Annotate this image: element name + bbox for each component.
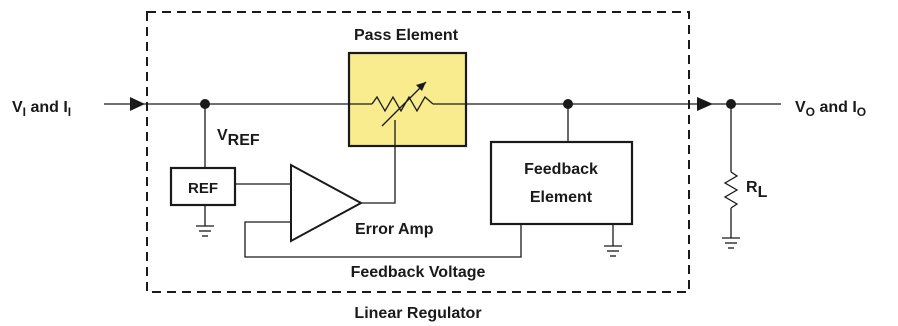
- ref-block: [169, 166, 237, 207]
- variable-resistor-icon: [371, 81, 434, 127]
- input-label: VI and II: [12, 99, 71, 119]
- pass-element-label: Pass Element: [354, 27, 459, 44]
- op-amp-triangle-icon: [290, 163, 364, 243]
- ref-block-label: REF: [188, 180, 218, 197]
- ground-icon: [604, 245, 622, 257]
- feedback-element-label-line1: Feedback: [524, 161, 598, 178]
- resistor-icon: [723, 171, 739, 209]
- output-arrow-icon: [697, 97, 713, 111]
- vref-label: VREF: [217, 127, 260, 149]
- feedback-element-block: [489, 140, 634, 226]
- feedback-element-label-line2: Element: [530, 189, 593, 206]
- ground-icon: [196, 225, 214, 237]
- rl-label: RL: [746, 179, 768, 201]
- feedback-voltage-label: Feedback Voltage: [351, 264, 486, 281]
- linear-regulator-label: Linear Regulator: [354, 305, 481, 322]
- input-arrow-icon: [130, 97, 145, 111]
- output-label: VO and IO: [795, 99, 866, 119]
- regulator-boundary: [146, 11, 690, 293]
- feedback-loop-wire: [244, 221, 522, 258]
- ground-icon: [722, 237, 740, 249]
- error-amp-label: Error Amp: [355, 221, 434, 238]
- pass-element: [347, 51, 468, 148]
